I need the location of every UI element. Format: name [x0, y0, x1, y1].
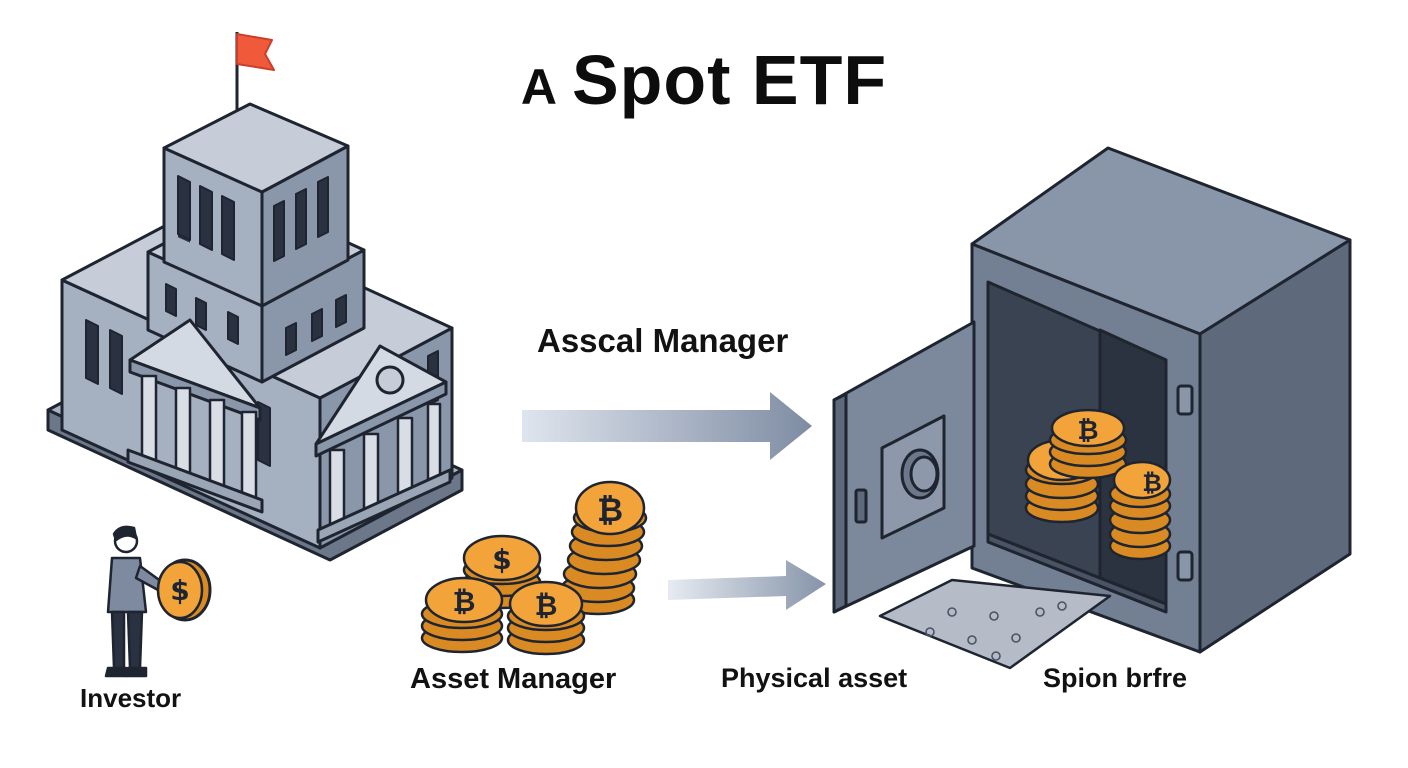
investor-person-icon: [104, 525, 164, 678]
coin-glyph: ₿: [1077, 416, 1098, 446]
bitcoin-coin-icon: ₿: [1108, 460, 1172, 561]
investor-coin-glyph: $: [170, 574, 189, 607]
bitcoin-coin-icon: ₿: [420, 576, 504, 654]
coin-stacks: ₿ $ ₿: [420, 480, 648, 656]
dollar-coin-icon: $: [156, 558, 212, 622]
vault-coins: ₿ ₿: [1024, 408, 1172, 561]
coin-glyph: ₿: [453, 585, 476, 618]
coin-glyph: $: [492, 543, 511, 576]
arrow-right-icon: [668, 560, 826, 610]
arrow-right-icon: [522, 392, 812, 460]
title-main: Spot ETF: [571, 41, 888, 119]
bitcoin-coin-icon: ₿: [506, 580, 586, 656]
bank-building-icon: [46, 32, 464, 562]
arrow-label-lower: Physical asset: [721, 663, 908, 693]
coins-label: Asset Manager: [410, 663, 617, 695]
investor-label: Investor: [80, 683, 182, 713]
title-prefix: A: [520, 59, 558, 115]
arrow-label-top: Asscal Manager: [537, 322, 789, 359]
vault-safe-icon: [832, 146, 1352, 670]
coin-glyph: ₿: [1142, 469, 1162, 497]
coin-glyph: ₿: [535, 589, 558, 622]
bitcoin-coin-icon: ₿: [1048, 408, 1128, 480]
vault-label: Spion brfre: [1043, 663, 1188, 693]
coin-glyph: ₿: [597, 491, 623, 529]
